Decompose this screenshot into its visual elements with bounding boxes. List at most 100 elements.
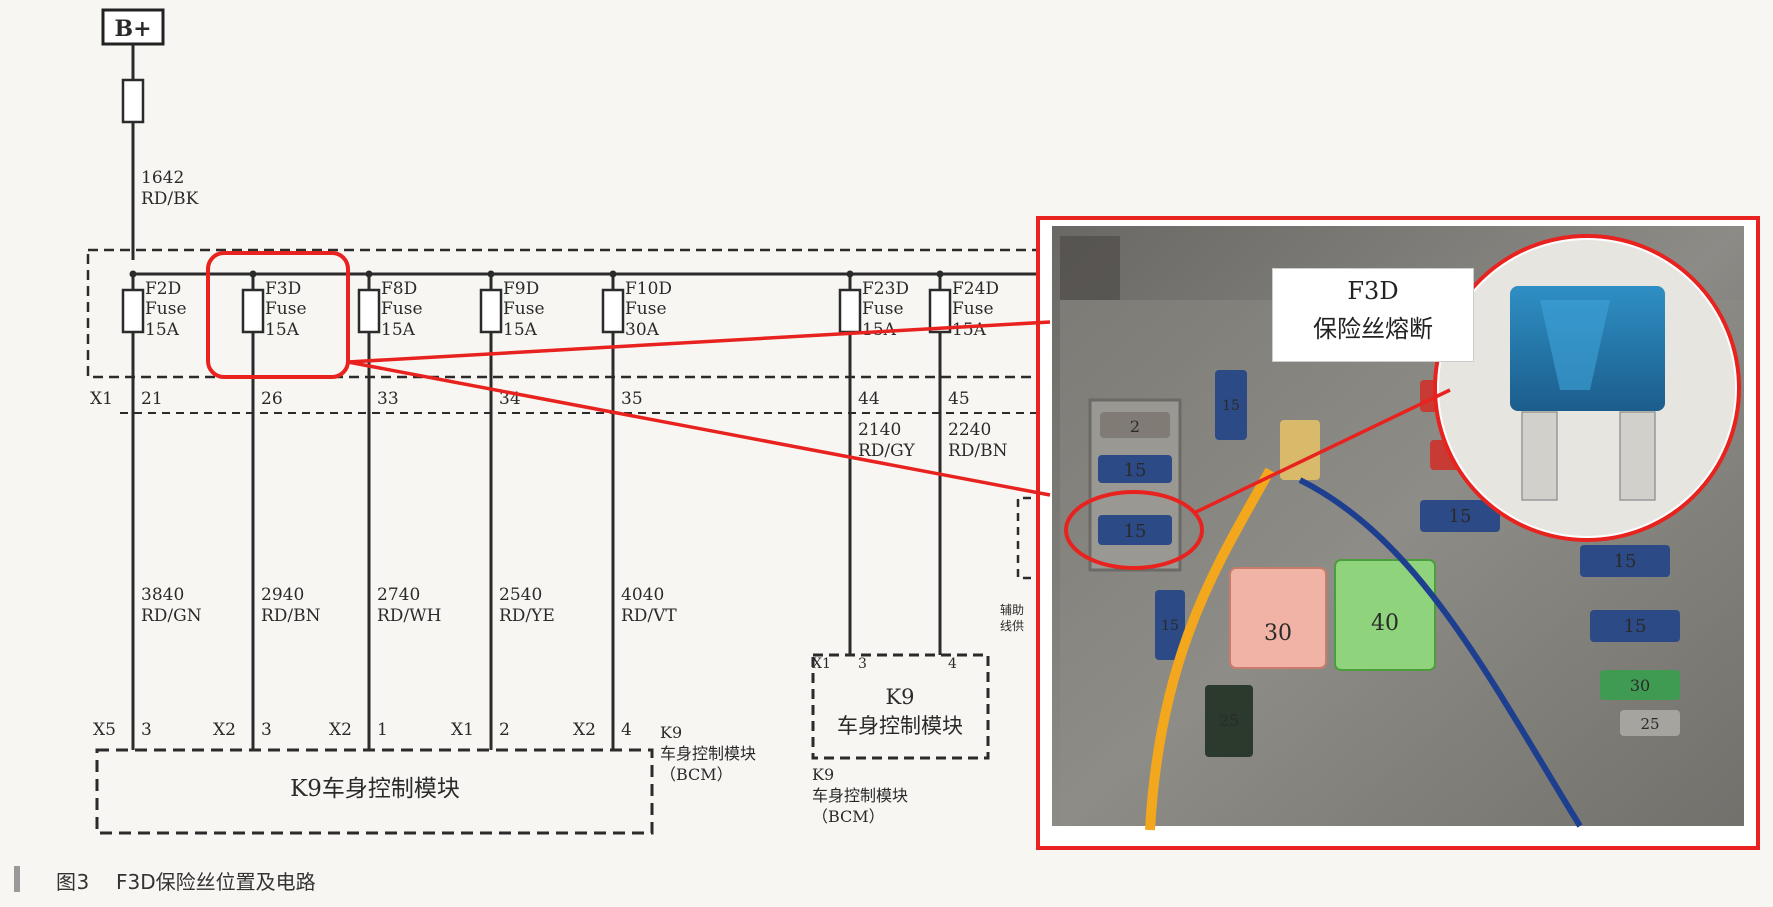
fuse-type-label: Fuse — [862, 299, 904, 319]
end-pin-label: 3 — [858, 656, 867, 672]
fuse-block-outline — [86, 248, 1050, 379]
photo-fuse-label-13: 30 — [1630, 676, 1650, 695]
photo-fuse-label-12: 15 — [1614, 551, 1637, 572]
fuse-pin-label: 35 — [621, 389, 643, 409]
supply-label: B+ — [114, 16, 151, 42]
fuse-rating-label: 15A — [145, 320, 180, 340]
photo-fuse-label-14: 15 — [1624, 616, 1647, 637]
module-small-below-abbr: （BCM） — [812, 807, 885, 826]
aux-label-1: 辅助 — [1000, 603, 1024, 617]
photo-fuse-label-10: 40 — [1371, 611, 1399, 636]
caption-text: F3D保险丝位置及电路 — [116, 870, 316, 894]
wire-number-label: 4040 — [621, 585, 664, 605]
photo-fuse-label-2: 15 — [1124, 521, 1147, 542]
fuse-symbol — [928, 288, 952, 334]
wire-number-label: 2140 — [858, 420, 901, 440]
end-connector-label: X2 — [329, 720, 352, 740]
splice-dot — [365, 270, 373, 278]
fuse-symbol — [838, 288, 862, 334]
end-connector-label: X1 — [451, 720, 474, 740]
photo-blue-wire — [1298, 477, 1583, 828]
end-pin-label: 4 — [948, 656, 957, 672]
callout-title: F3D — [1347, 277, 1399, 305]
module-small-name: 车身控制模块 — [837, 714, 963, 738]
wire-color-label: RD/BN — [948, 441, 1008, 461]
photo-fuse-label-4: 15 — [1161, 618, 1179, 634]
end-connector-label: X2 — [213, 720, 236, 740]
end-pin-label: 2 — [499, 720, 510, 740]
fuse-pin-label: 26 — [261, 389, 283, 409]
module-main-outline — [95, 748, 654, 835]
fuse-pin-label: 33 — [377, 389, 399, 409]
photo-fuse-label-3: 15 — [1222, 398, 1240, 414]
splice-dot — [846, 270, 854, 278]
module-main-side-name: 车身控制模块 — [660, 744, 756, 763]
supply-terminal: B+ — [101, 8, 165, 46]
caption-bar — [14, 866, 20, 892]
fuse-name-label: F10D — [625, 279, 672, 299]
splice-dot — [936, 270, 944, 278]
end-pin-label: 3 — [141, 720, 152, 740]
fuse-rating-label: 30A — [625, 320, 660, 340]
photo-yellow-wire — [1145, 467, 1275, 831]
end-pin-label: 3 — [261, 720, 272, 740]
photo-fuse-label-15: 25 — [1640, 715, 1659, 733]
fuse-symbol — [479, 288, 503, 334]
fuse-rating-label: 15A — [503, 320, 538, 340]
fuse-pin-label: 21 — [141, 389, 163, 409]
f3d-highlight-box — [206, 251, 350, 379]
aux-label-2: 线供 — [1000, 619, 1024, 633]
fuse-type-label: Fuse — [145, 299, 187, 319]
fuse-name-label: F9D — [503, 279, 539, 299]
fuse-pin-label: 44 — [858, 389, 880, 409]
highlight-pointer-upper — [347, 320, 1051, 364]
fuse-symbol — [357, 288, 381, 334]
fuse-type-label: Fuse — [381, 299, 423, 319]
callout-label-box: F3D 保险丝熔断 — [1272, 268, 1474, 362]
fuse-box-photo: 2 15 15 15 10 10 15 15 15 30 25 15 30 40… — [1036, 216, 1760, 850]
fuse-symbol — [241, 288, 265, 334]
fuse-name-label: F24D — [952, 279, 999, 299]
module-small-id: K9 — [885, 685, 914, 709]
wire-color-label: RD/WH — [377, 606, 441, 626]
wire-color-label: RD/GY — [858, 441, 915, 461]
module-small-below-name: 车身控制模块 — [812, 786, 908, 805]
wire-number-label: 3840 — [141, 585, 184, 605]
splice-dot — [249, 270, 257, 278]
wire-color-label: RD/VT — [621, 606, 677, 626]
splice-dot — [129, 270, 137, 278]
module-main-title: K9车身控制模块 — [290, 776, 460, 802]
fuse-type-label: Fuse — [265, 299, 307, 319]
fuse-symbol — [121, 288, 145, 334]
fuse-type-label: Fuse — [625, 299, 667, 319]
wire-color-label: RD/YE — [499, 606, 555, 626]
fuse-pin-label: 45 — [948, 389, 970, 409]
photo-fuse-label-7: 15 — [1449, 506, 1472, 527]
highlight-pointer-lower — [347, 360, 1051, 497]
end-connector-label: X1 — [812, 656, 831, 672]
fuse-name-label: F3D — [265, 279, 301, 299]
end-connector-label: X2 — [573, 720, 596, 740]
fuse-name-label: F23D — [862, 279, 909, 299]
module-main-side-id: K9 — [660, 723, 682, 742]
supply-wire-color: RD/BK — [141, 189, 199, 209]
module-main-side-abbr: （BCM） — [660, 765, 733, 784]
zoom-pointer-line — [1195, 388, 1451, 514]
fuse-type-label: Fuse — [952, 299, 994, 319]
connector-x1-label: X1 — [90, 389, 113, 409]
splice-dot — [487, 270, 495, 278]
module-small-outline — [811, 653, 990, 760]
wire-number-label: 2540 — [499, 585, 542, 605]
wire-number-label: 2740 — [377, 585, 420, 605]
fuse-name-label: F8D — [381, 279, 417, 299]
end-pin-label: 4 — [621, 720, 632, 740]
fuse-rating-label: 15A — [265, 320, 300, 340]
photo-fuse-label-11: 25 — [1219, 711, 1239, 730]
callout-text: 保险丝熔断 — [1313, 315, 1433, 343]
module-small-below-id: K9 — [812, 765, 834, 784]
